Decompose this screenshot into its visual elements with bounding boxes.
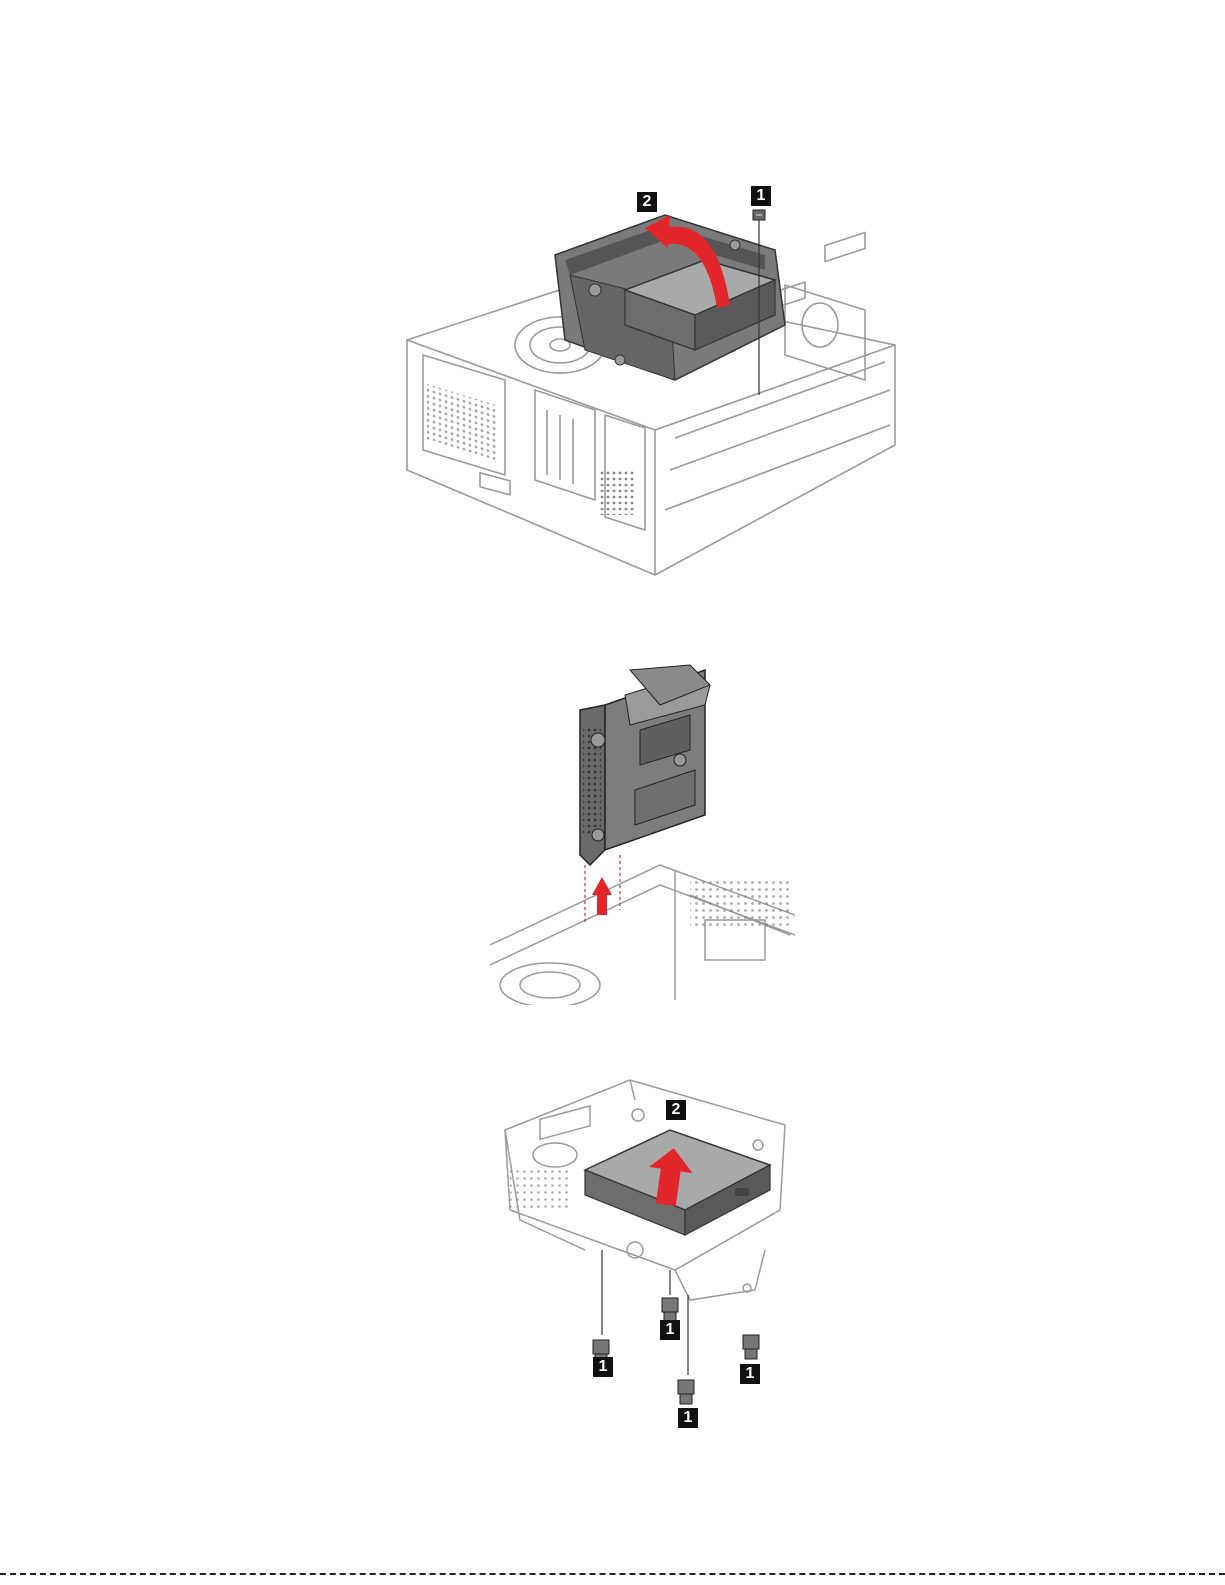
figure-drive-removal: 2 1 1 1 1: [500, 1070, 790, 1430]
callout-2: 2: [637, 192, 657, 212]
figure-chassis-bracket-rotate: 2 1: [365, 170, 905, 590]
callout-1: 1: [740, 1364, 760, 1384]
callout-2: 2: [666, 1100, 686, 1120]
drive-bracket: [580, 665, 710, 865]
screw-icon: [662, 1298, 678, 1322]
callout-1: 1: [751, 186, 771, 206]
chassis-illustration: [365, 170, 905, 590]
screw-icon: [753, 210, 765, 220]
bracket-lift-illustration: [490, 655, 795, 1005]
page-footer-rule: [0, 1573, 1225, 1575]
screw-icon: [678, 1380, 694, 1404]
figure-bracket-lift-out: [490, 655, 795, 1005]
screw-icon: [743, 1335, 759, 1359]
callout-1: 1: [678, 1408, 698, 1428]
callout-1: 1: [593, 1357, 613, 1377]
callout-1: 1: [660, 1320, 680, 1340]
